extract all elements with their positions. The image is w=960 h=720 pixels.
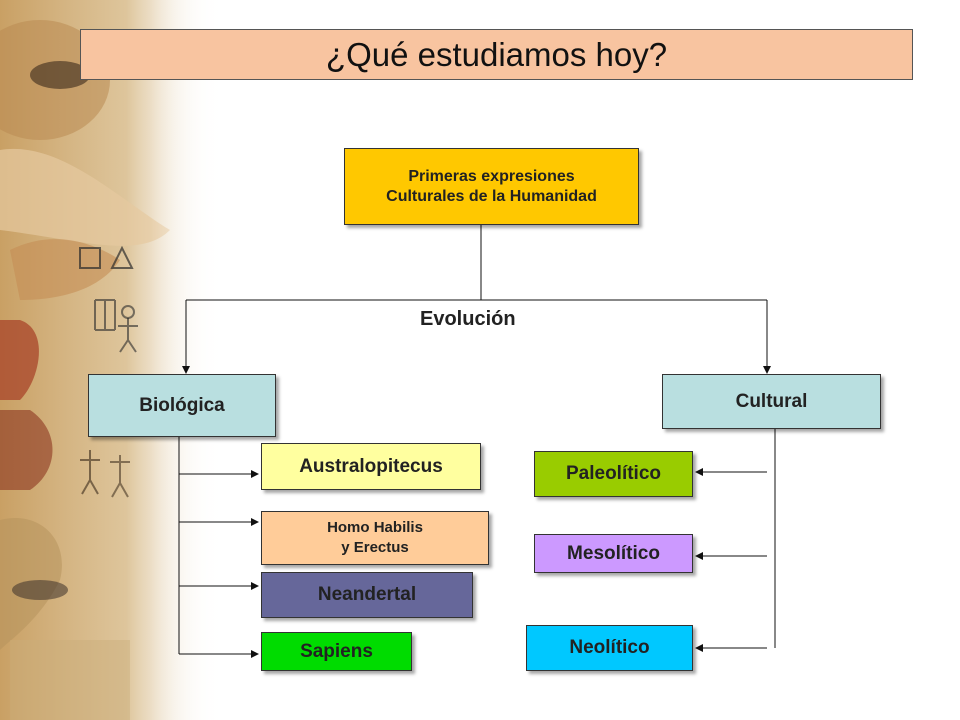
branch-cultural: Cultural bbox=[662, 374, 881, 429]
node-australopitecus: Australopitecus bbox=[261, 443, 481, 490]
node-paleolitico: Paleolítico bbox=[534, 451, 693, 497]
node-neolitico: Neolítico bbox=[526, 625, 693, 671]
node-neandertal: Neandertal bbox=[261, 572, 473, 618]
node-homo-habilis-erectus: Homo Habilis y Erectus bbox=[261, 511, 489, 565]
node-sapiens: Sapiens bbox=[261, 632, 412, 671]
root-node-primeras-expresiones: Primeras expresiones Culturales de la Hu… bbox=[344, 148, 639, 225]
node-mesolitico: Mesolítico bbox=[534, 534, 693, 573]
cave-art-decoration-image bbox=[0, 0, 230, 720]
evolution-label: Evolución bbox=[420, 308, 516, 330]
slide-title: ¿Qué estudiamos hoy? bbox=[80, 29, 913, 80]
branch-biologica: Biológica bbox=[88, 374, 276, 437]
